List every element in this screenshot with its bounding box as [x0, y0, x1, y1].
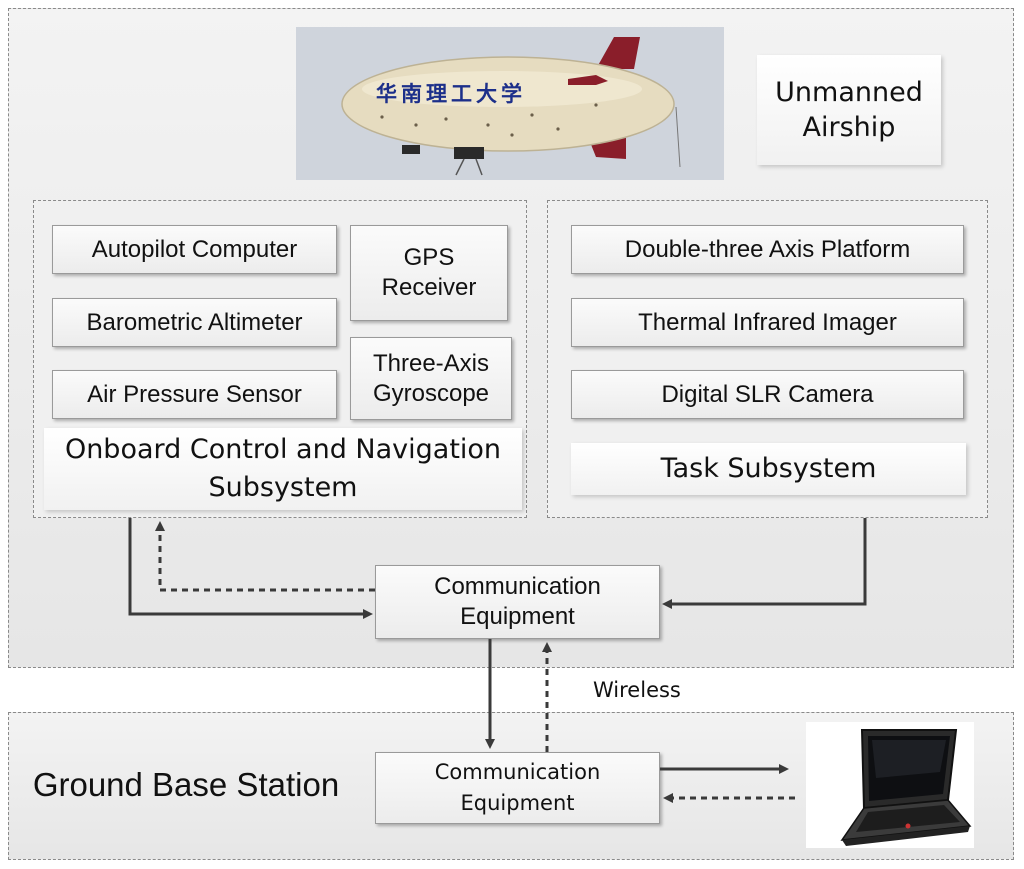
onboard-to-comm-link: [128, 518, 373, 619]
autopilot-computer-box: Autopilot Computer: [52, 225, 337, 274]
task-to-comm-link: [662, 518, 867, 609]
gyroscope-box: Three-Axis Gyroscope: [350, 337, 512, 420]
gps-receiver-box: GPS Receiver: [350, 225, 508, 321]
thermal-imager-box: Thermal Infrared Imager: [571, 298, 964, 347]
ground-comm-equipment: Communication Equipment: [375, 752, 660, 824]
laptop-icon: [806, 722, 974, 848]
task-subsystem-caption: Task Subsystem: [571, 443, 966, 495]
air-pressure-sensor-box: Air Pressure Sensor: [52, 370, 337, 419]
comm-to-onboard-link: [155, 521, 375, 592]
slr-camera-box: Digital SLR Camera: [571, 370, 964, 419]
ground-station-title: Ground Base Station: [32, 765, 340, 803]
airship-image: 华南理工大学: [296, 27, 724, 180]
airship-photo: 华南理工大学: [296, 27, 724, 180]
airship-comm-equipment: Communication Equipment: [375, 565, 660, 639]
axis-platform-box: Double-three Axis Platform: [571, 225, 964, 274]
wireless-label: Wireless: [593, 678, 681, 702]
hull-text: 华南理工大学: [376, 82, 526, 106]
onboard-subsystem-caption: Onboard Control and Navigation Subsystem: [44, 428, 522, 510]
airship-title: Unmanned Airship: [757, 55, 941, 165]
barometric-altimeter-box: Barometric Altimeter: [52, 298, 337, 347]
